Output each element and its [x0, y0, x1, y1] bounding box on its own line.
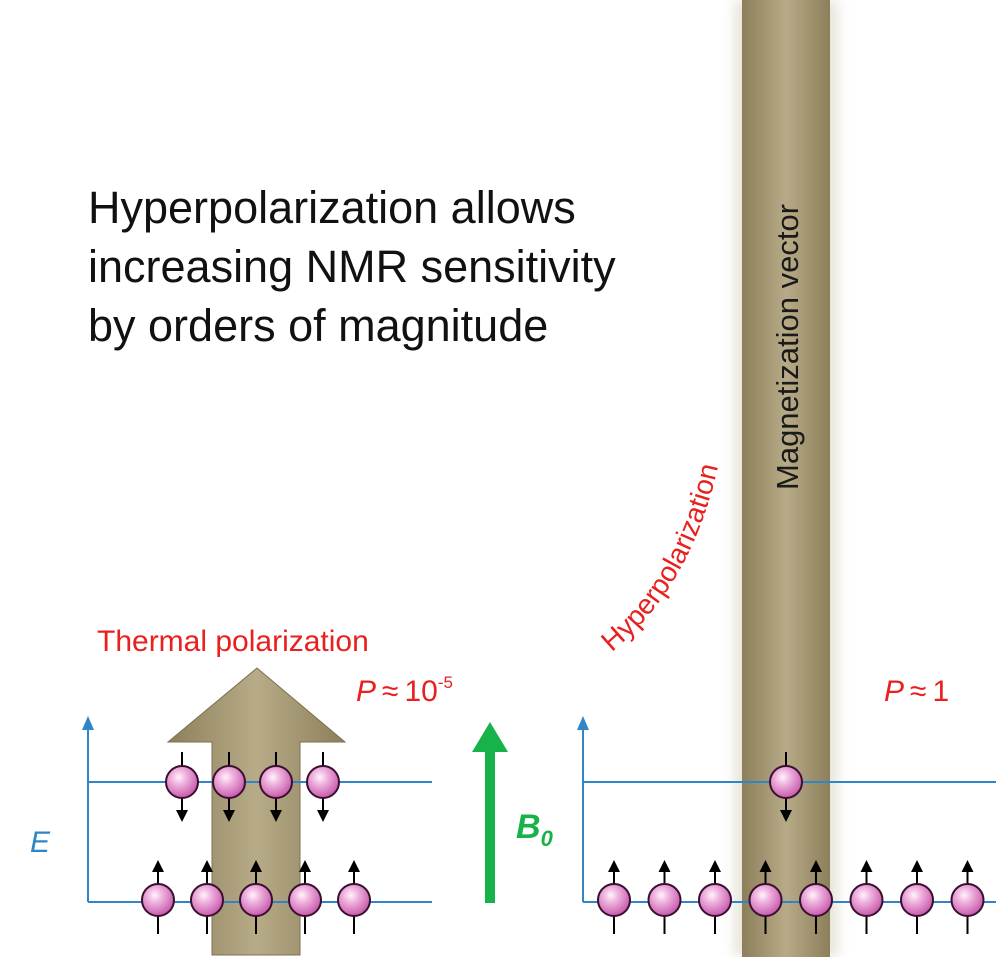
thermal-polarization-title: Thermal polarization [97, 625, 369, 658]
spin-particle [239, 883, 273, 917]
spin-particle [698, 883, 732, 917]
hyper-p-symbol: P [884, 675, 904, 708]
headline-line-1: Hyperpolarization allows [88, 182, 576, 233]
spin-up [849, 860, 884, 934]
spin-particle [950, 883, 985, 917]
hyper-polarization-value: P≈1 [884, 675, 949, 708]
b0-field-label: B0 [516, 808, 554, 851]
spin-arrowhead [299, 860, 311, 872]
spin-arrowhead [223, 810, 235, 822]
spin-arrowhead [608, 860, 620, 872]
thermal-p-exponent: -5 [438, 673, 453, 692]
spin-up [950, 860, 985, 934]
spin-up [239, 860, 273, 934]
spin-arrowhead [201, 860, 213, 872]
spin-arrowhead [176, 810, 188, 822]
spin-up [288, 860, 322, 934]
headline-line-2: increasing NMR sensitivity [88, 241, 616, 292]
spin-arrowhead [961, 860, 974, 872]
spin-arrowhead [348, 860, 360, 872]
spin-particle [900, 883, 934, 917]
headline-line-3: by orders of magnitude [88, 300, 549, 351]
spin-up [698, 860, 732, 934]
spin-up [190, 860, 224, 934]
thermal-lower-spins [141, 860, 371, 934]
spin-up [647, 860, 682, 934]
spin-arrowhead [152, 860, 164, 872]
spin-particle [259, 765, 293, 799]
headline: Hyperpolarization allows increasing NMR … [88, 178, 708, 355]
spin-particle [212, 765, 246, 799]
spin-particle [337, 883, 371, 917]
spin-arrowhead [709, 860, 721, 872]
thermal-polarization-arrow [166, 667, 347, 956]
hyper-approx-sign: ≈ [910, 675, 926, 708]
spin-particle [849, 883, 884, 917]
spin-particle [799, 883, 833, 917]
spin-down [769, 752, 803, 822]
spin-up [748, 860, 783, 934]
spin-down [165, 752, 199, 822]
spin-arrowhead [759, 860, 772, 872]
spin-particle [165, 765, 199, 799]
spin-up [799, 860, 833, 934]
magnetization-vector-label: Magnetization vector [770, 204, 805, 490]
spin-particle [288, 883, 322, 917]
energy-axis-left-arrowhead [82, 716, 94, 730]
spin-particle [190, 883, 224, 917]
hyper-panel: Magnetization vector Hyperpolarization P… [577, 0, 996, 957]
spin-down [306, 752, 340, 822]
thermal-panel: E Thermal polarization P≈10-5 [30, 625, 453, 956]
spin-arrowhead [317, 810, 329, 822]
spin-up [141, 860, 175, 934]
thermal-p-symbol: P [356, 675, 376, 708]
energy-axis-right-arrowhead [577, 716, 589, 730]
spin-down [259, 752, 293, 822]
thermal-polarization-value: P≈10-5 [356, 673, 453, 708]
spin-up [597, 860, 631, 934]
spin-particle [141, 883, 175, 917]
hyper-lower-spins [597, 860, 985, 934]
spin-arrowhead [658, 860, 671, 872]
spin-arrowhead [250, 860, 262, 872]
thermal-approx-sign: ≈ [382, 675, 398, 708]
spin-arrowhead [270, 810, 282, 822]
thermal-upper-spins [165, 752, 340, 822]
spin-particle [597, 883, 631, 917]
spin-down [212, 752, 246, 822]
spin-arrowhead [810, 860, 822, 872]
spin-arrowhead [860, 860, 873, 872]
b0-subscript: 0 [541, 826, 554, 851]
thermal-p-base: 10 [404, 675, 437, 708]
spin-arrowhead [780, 810, 792, 822]
spin-particle [647, 883, 682, 917]
energy-label: E [30, 826, 51, 859]
spin-particle [769, 765, 803, 799]
hyper-upper-spins [769, 752, 803, 822]
b0-field: B0 [472, 722, 554, 903]
spin-particle [306, 765, 340, 799]
b0-field-arrowhead [472, 722, 508, 752]
spin-up [900, 860, 934, 934]
spin-particle [748, 883, 783, 917]
spin-arrowhead [911, 860, 923, 872]
b0-symbol: B [516, 808, 541, 846]
spin-up [337, 860, 371, 934]
hyper-p-value: 1 [932, 675, 949, 708]
hyperpolarization-curved-text: Hyperpolarization [595, 460, 724, 656]
hyperpolarization-curved-label: Hyperpolarization [595, 460, 724, 656]
